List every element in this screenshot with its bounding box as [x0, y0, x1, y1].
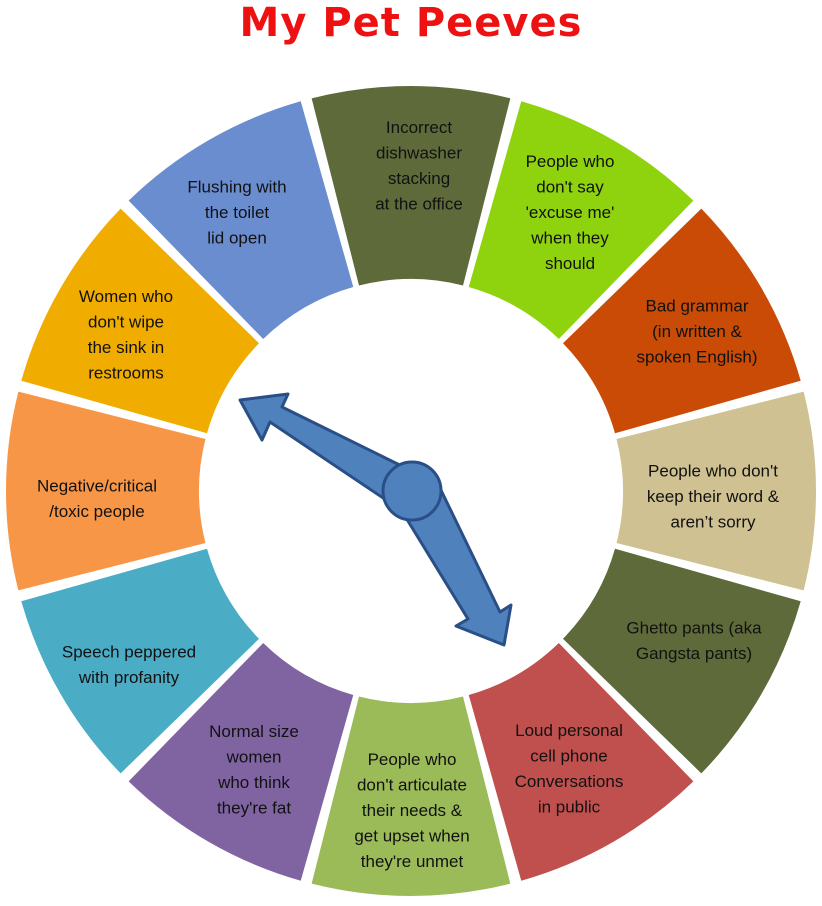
segment-label-line: in public [538, 797, 601, 816]
segment-1-label: Incorrect dishwasher stacking at the office [375, 118, 463, 214]
diagram-title: My Pet Peeves [239, 0, 583, 46]
segment-label-line: Flushing with [187, 178, 286, 197]
segment-label-line: when they [530, 229, 609, 248]
clock-hub [381, 460, 443, 522]
segment-2-label: People who don't say 'excuse me' when they s… [526, 152, 615, 273]
segment-8 [128, 642, 354, 881]
segment-label-line: restrooms [88, 363, 164, 382]
segment-label-line: Loud personal [515, 721, 623, 740]
long-hand-arrow [238, 392, 420, 510]
segment-label-line: Normal size [209, 722, 299, 741]
segment-9-label: Speech peppered with profanity [62, 642, 196, 687]
segment-label-line: dishwasher [376, 143, 462, 162]
segment-9 [21, 548, 260, 774]
segment-label-line: Women who [79, 287, 173, 306]
segment-label-line: (in written & [652, 322, 742, 341]
segment-label-line: spoken English) [637, 348, 758, 367]
segment-label-line: don't wipe [88, 312, 164, 331]
segment-label-line: keep their word & [647, 487, 780, 506]
segment-label-line: they're fat [217, 798, 291, 817]
segment-label-line: cell phone [530, 746, 608, 765]
segment-3 [562, 208, 801, 434]
segment-label-line: People who [368, 750, 457, 769]
segment-7-label: People who don't articulate their needs & g… [354, 750, 469, 871]
segment-2 [468, 101, 694, 340]
segment-10 [6, 391, 206, 591]
segment-label-line: should [545, 254, 595, 273]
segment-6 [468, 642, 694, 881]
segment-4 [616, 391, 817, 591]
segment-label-line: aren’t sorry [670, 513, 756, 532]
segment-label-line: Ghetto pants (aka [626, 618, 762, 637]
segment-label-line: People who don't [648, 462, 778, 481]
segment-label-line: their needs & [362, 801, 463, 820]
segment-11 [21, 208, 260, 434]
short-hand-arrow [398, 482, 513, 647]
segment-label-line: Speech peppered [62, 642, 196, 661]
segment-label-line: stacking [388, 169, 450, 188]
segment-label-line: don't say [536, 178, 604, 197]
segment-label-line: Negative/critical [37, 476, 157, 495]
segment-label-line: get upset when [354, 827, 469, 846]
segment-label-line: People who [526, 152, 615, 171]
clock-hands [238, 392, 513, 647]
segment-label-line: with profanity [78, 668, 180, 687]
segment-3-label: Bad grammar (in written & spoken English) [637, 297, 758, 367]
segment-label-line: they're unmet [361, 852, 464, 871]
segment-8-label: Normal size women who think they're fat [209, 722, 299, 818]
segment-label-line: don't articulate [357, 776, 467, 795]
segment-7 [311, 696, 511, 896]
segment-label-line: 'excuse me' [526, 203, 615, 222]
segment-label-line: who think [217, 773, 290, 792]
segment-label-line: Conversations [515, 772, 624, 791]
segment-12-label: Flushing with the toilet lid open [187, 178, 286, 248]
segment-4-label: People who don't keep their word & aren’t … [647, 462, 780, 532]
segment-5 [562, 548, 801, 774]
segment-1 [311, 86, 511, 286]
segment-label-line: the sink in [88, 338, 165, 357]
segment-10-label: Negative/critical/toxic people [37, 476, 157, 521]
segment-label-line: Gangsta pants) [636, 644, 752, 663]
segment-label-line: at the office [375, 194, 463, 213]
wheel-segments: Incorrect dishwasher stacking at the office… [6, 86, 817, 896]
segment-label-line: Bad grammar [646, 297, 749, 316]
segment-12 [128, 101, 354, 340]
segment-11-label: Women who don't wipe the sink in restrooms [79, 287, 173, 383]
segment-label-line: /toxic people [49, 502, 144, 521]
segment-label-line: lid open [207, 229, 267, 248]
segment-label-line: the toilet [205, 203, 270, 222]
segment-label-line: Incorrect [386, 118, 452, 137]
segment-label-line: women [226, 747, 282, 766]
